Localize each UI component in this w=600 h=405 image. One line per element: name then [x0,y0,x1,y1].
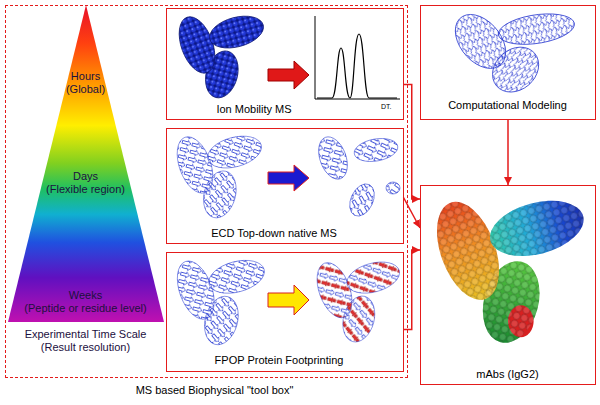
scale-label: Days (Flexible region) [46,170,125,196]
model-box: Computational Modeling [420,5,596,120]
antibody-ribbon [170,131,265,222]
box-label: Ion Mobility MS [216,103,291,116]
box-label: mAbs (IgG2) [476,368,538,381]
method-box: FPOP Protein Footprinting [166,252,404,372]
scale-label: Experimental Time Scale (Result resoluti… [25,328,147,354]
time-scale-triangle [8,5,164,322]
toolbox-region: Hours (Global) Days (Flexible region) Week… [5,5,408,378]
drift-peaks [317,34,397,98]
region-heading: MS based Biophysical "tool box" [136,384,294,397]
result-box: mAbs (IgG2) [420,185,596,385]
time-scale-pyramid: Hours (Global) Days (Flexible region) Week… [8,5,164,322]
process-arrow [268,285,309,315]
box-label: Computational Modeling [448,99,567,112]
scale-label: Hours (Global) [66,70,105,96]
axis-label: DT. [381,102,392,111]
pyramid-shape [8,5,164,322]
flow-arrow [507,120,509,185]
flow-arrow [404,250,421,330]
scale-label: Weeks (Peptide or residue level) [24,289,146,315]
process-arrow [268,61,309,89]
method-box: Ion Mobility MS [166,8,404,120]
antibody-wireframe [446,9,580,96]
antibody-labeled [310,257,403,346]
process-arrow [268,165,309,191]
antibody-rainbow [425,191,590,349]
box-label: ECD Top-down native MS [211,227,337,240]
flow-arrow [404,85,421,200]
box-label: FPOP Protein Footprinting [215,354,344,367]
antibody-ribbon [170,255,268,349]
flow-arrow [404,198,421,229]
chart-axis [315,16,400,99]
antibody-fragments [313,133,400,220]
antibody-spacefill [172,11,267,102]
method-box: ECD Top-down native MS [166,128,404,244]
